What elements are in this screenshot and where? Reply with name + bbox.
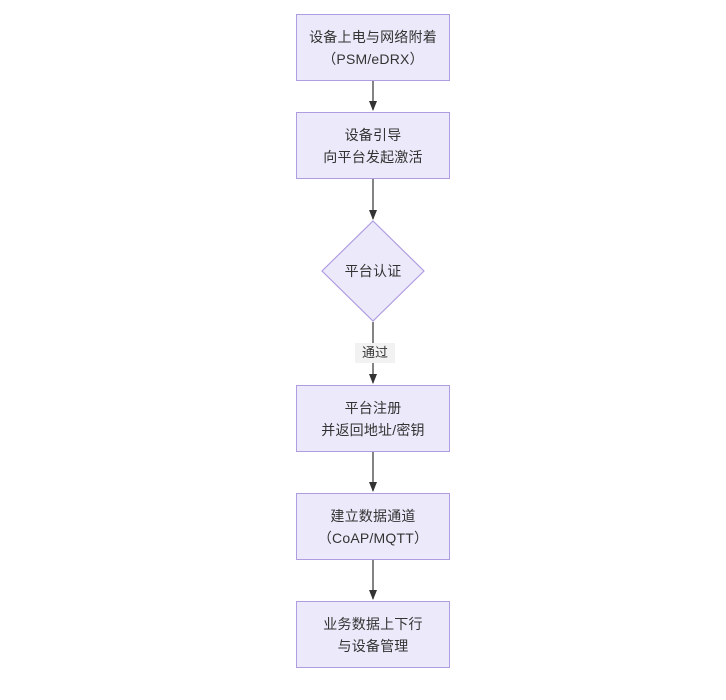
node-label-line1: 设备引导 (344, 126, 402, 143)
node-label-line1: 建立数据通道 (330, 507, 416, 524)
node-label-line1: 平台注册 (344, 399, 402, 416)
node-label-line2: （CoAP/MQTT） (317, 529, 429, 546)
node-label-line2: 并返回地址/密钥 (321, 421, 425, 438)
node-label-line2: （PSM/eDRX） (322, 50, 424, 67)
node-label-line1: 平台认证 (344, 263, 402, 279)
node-device-power-on[interactable]: 设备上电与网络附着 （PSM/eDRX） (296, 14, 450, 81)
edge-label-pass: 通过 (355, 343, 395, 363)
diamond-shape (321, 220, 425, 322)
node-device-bootstrap[interactable]: 设备引导 向平台发起激活 (296, 112, 450, 179)
node-label-line2: 与设备管理 (337, 637, 409, 654)
node-platform-register[interactable]: 平台注册 并返回地址/密钥 (296, 385, 450, 452)
node-establish-data-channel[interactable]: 建立数据通道 （CoAP/MQTT） (296, 493, 450, 560)
node-label-line1: 设备上电与网络附着 (309, 28, 437, 45)
node-business-data-and-device-management[interactable]: 业务数据上下行 与设备管理 (296, 601, 450, 668)
node-label-line2: 向平台发起激活 (323, 148, 423, 165)
node-label-line1: 业务数据上下行 (323, 615, 423, 632)
node-platform-auth-decision[interactable]: 平台认证 (321, 220, 425, 322)
